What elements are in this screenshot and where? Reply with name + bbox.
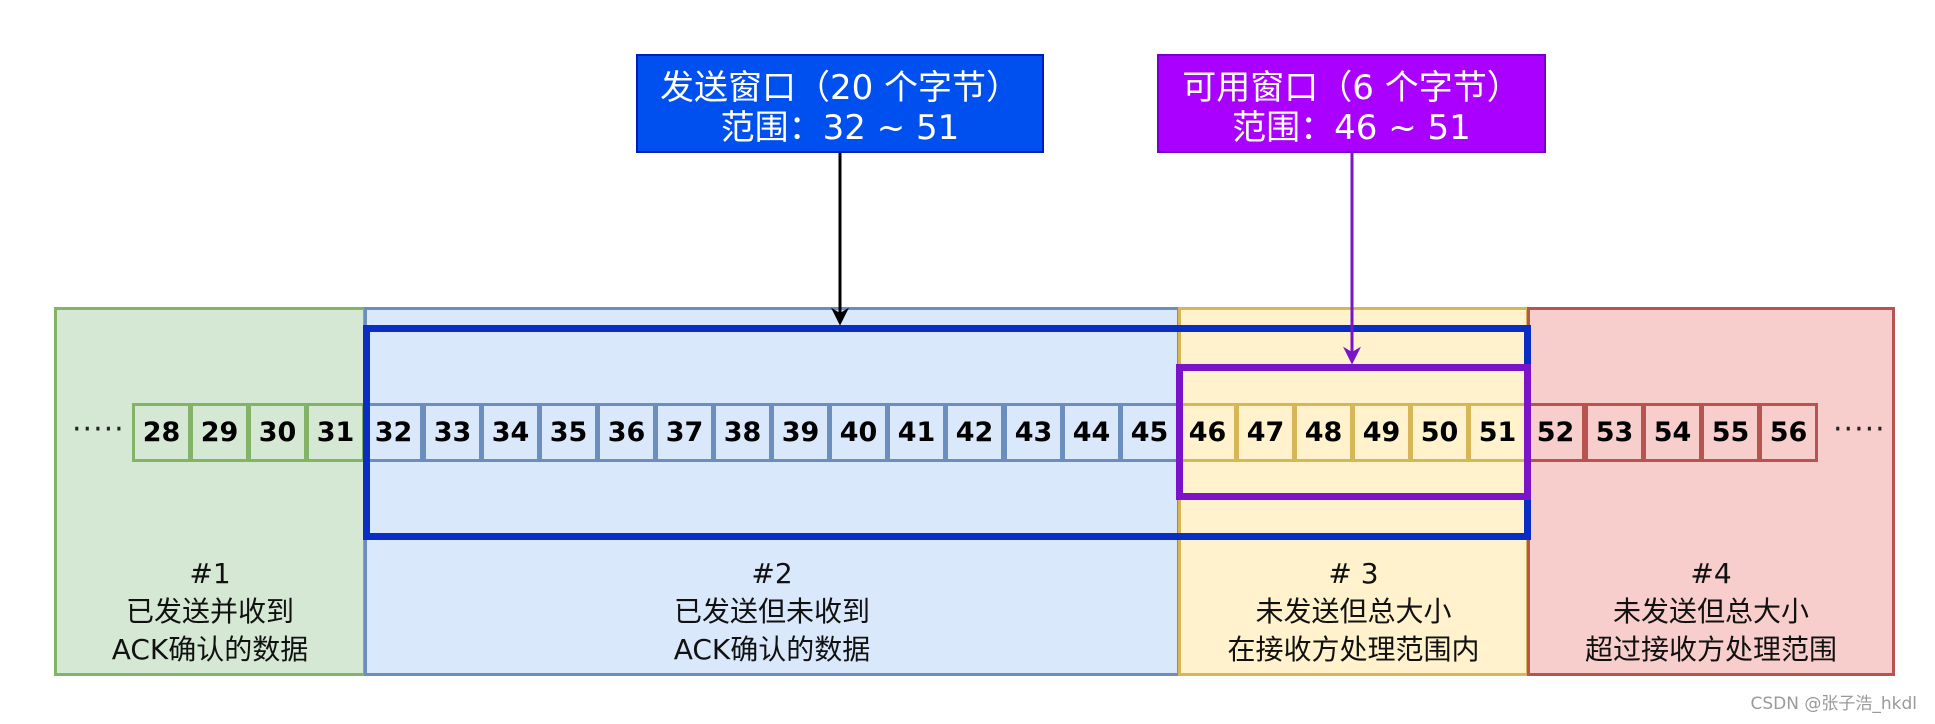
byte-cell: 37 — [655, 403, 714, 462]
byte-cell: 42 — [945, 403, 1004, 462]
section-4-label: #4 未发送但总大小 超过接收方处理范围 — [1530, 555, 1892, 669]
byte-cell: 28 — [132, 403, 191, 462]
byte-cell: 34 — [481, 403, 540, 462]
section-1-sent-acked: #1 已发送并收到 ACK确认的数据 — [54, 307, 366, 676]
section-3-label: # 3 未发送但总大小 在接收方处理范围内 — [1181, 555, 1526, 669]
section-2-id: #2 — [751, 557, 793, 590]
byte-cell: 43 — [1004, 403, 1063, 462]
section-3-id: # 3 — [1328, 557, 1379, 590]
section-1-line1: 已发送并收到 — [125, 595, 294, 628]
section-4-id: #4 — [1690, 557, 1732, 590]
byte-cell: 55 — [1701, 403, 1760, 462]
byte-cell: 30 — [248, 403, 307, 462]
section-3-line2: 在接收方处理范围内 — [1227, 633, 1480, 666]
section-2-line2: ACK确认的数据 — [673, 633, 871, 666]
byte-cell: 52 — [1526, 403, 1585, 462]
section-2-label: #2 已发送但未收到 ACK确认的数据 — [367, 555, 1177, 669]
watermark: CSDN @张子浩_hkdl — [1750, 694, 1917, 714]
byte-cell: 32 — [364, 403, 423, 462]
byte-cell: 36 — [597, 403, 656, 462]
byte-cell: 29 — [190, 403, 249, 462]
byte-cell: 56 — [1759, 403, 1818, 462]
byte-cell: 39 — [771, 403, 830, 462]
byte-cell: 44 — [1062, 403, 1121, 462]
send-window-range: 范围：32 ~ 51 — [720, 108, 960, 148]
available-window-title: 可用窗口（6 个字节） — [1182, 68, 1521, 108]
section-2-line1: 已发送但未收到 — [673, 595, 870, 628]
section-4-line1: 未发送但总大小 — [1612, 595, 1809, 628]
byte-cell: 54 — [1643, 403, 1702, 462]
section-1-line2: ACK确认的数据 — [111, 633, 309, 666]
byte-cell: 47 — [1236, 403, 1295, 462]
byte-cell: 38 — [713, 403, 772, 462]
byte-cell: 40 — [829, 403, 888, 462]
available-window-outline — [1176, 364, 1531, 500]
byte-cell: 31 — [306, 403, 365, 462]
byte-cell: 41 — [887, 403, 946, 462]
byte-cell: 49 — [1352, 403, 1411, 462]
section-4-unsent-beyond-window: #4 未发送但总大小 超过接收方处理范围 — [1527, 307, 1895, 676]
byte-cell: 33 — [423, 403, 482, 462]
available-window-range: 范围：46 ~ 51 — [1232, 108, 1471, 148]
ellipsis-right: ····· — [1833, 412, 1886, 447]
section-1-id: #1 — [189, 557, 231, 590]
byte-cell: 51 — [1468, 403, 1527, 462]
section-3-line1: 未发送但总大小 — [1255, 595, 1452, 628]
send-window-title: 发送窗口（20 个字节） — [659, 68, 1021, 108]
byte-cell: 35 — [539, 403, 598, 462]
send-window-callout: 发送窗口（20 个字节） 范围：32 ~ 51 — [636, 54, 1044, 153]
byte-cell: 50 — [1410, 403, 1469, 462]
available-window-callout: 可用窗口（6 个字节） 范围：46 ~ 51 — [1157, 54, 1546, 153]
byte-cell: 48 — [1294, 403, 1353, 462]
section-4-line2: 超过接收方处理范围 — [1584, 633, 1837, 666]
section-1-label: #1 已发送并收到 ACK确认的数据 — [57, 555, 363, 669]
byte-cell: 53 — [1585, 403, 1644, 462]
ellipsis-left: ····· — [72, 412, 125, 447]
